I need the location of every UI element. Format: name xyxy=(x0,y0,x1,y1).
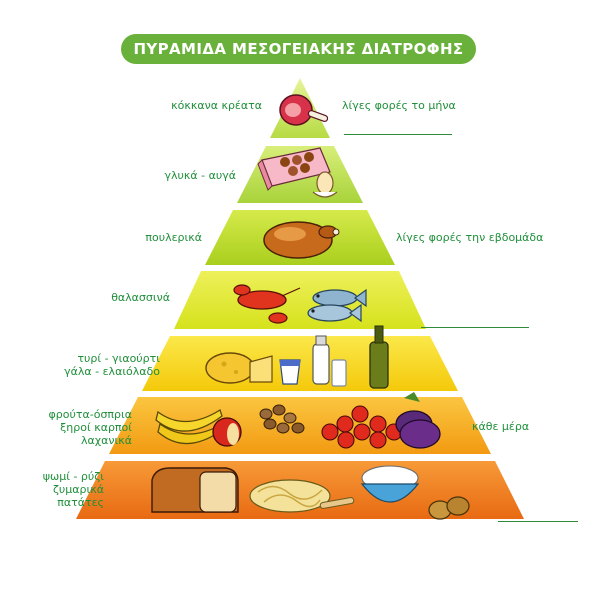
meat-icon xyxy=(279,94,329,126)
label-red-meat: κόκκανα κρέατα xyxy=(171,99,262,112)
pyramid-title: ΠΥΡΑΜΙΔΑ ΜΕΣΟΓΕΙΑΚΗΣ ΔΙΑΤΡΟΦΗΣ xyxy=(121,34,476,64)
label-fruit-line3: λαχανικά xyxy=(81,434,132,447)
label-grains-line1: ψωμί - ρύζι xyxy=(42,470,104,483)
label-weekly: λίγες φορές την εβδομάδα xyxy=(396,231,544,244)
label-monthly: λίγες φορές το μήνα xyxy=(342,99,456,112)
yogurt-icon xyxy=(279,359,301,385)
label-grains-line3: πατάτες xyxy=(57,496,104,509)
label-dairy-line1: τυρί - γιαούρτι xyxy=(77,352,160,365)
bread-icon xyxy=(151,467,239,513)
underline-weekly xyxy=(421,327,529,328)
sweets-box-icon xyxy=(257,147,331,191)
label-dairy: τυρί - γιαούρτι γάλα - ελαιόλαδο xyxy=(48,352,160,378)
label-daily: κάθε μέρα xyxy=(472,420,530,433)
label-grains: ψωμί - ρύζι ζυμαρικά πατάτες xyxy=(20,470,104,509)
potatoes-icon xyxy=(428,496,470,520)
milk-bottle-icon xyxy=(312,335,330,385)
label-fruit-line2: ξηροί καρποί xyxy=(60,421,132,434)
pasta-icon xyxy=(249,479,355,513)
roast-chicken-icon xyxy=(263,221,340,259)
apple-icon xyxy=(212,417,242,447)
label-fruit-line1: φρούτα-όσπρια xyxy=(48,408,132,421)
rice-bowl-icon xyxy=(360,465,420,503)
eggplant-icon xyxy=(395,392,441,449)
label-fruit-veg: φρούτα-όσπρια ξηροί καρποί λαχανικά xyxy=(30,408,132,447)
egg-icon xyxy=(312,171,338,198)
olive-oil-bottle-icon xyxy=(369,325,389,389)
glass-of-milk-icon xyxy=(331,359,347,387)
tier-seafood xyxy=(174,271,426,329)
underline-daily xyxy=(498,521,578,522)
label-dairy-line2: γάλα - ελαιόλαδο xyxy=(64,365,160,378)
fish-icon xyxy=(307,288,367,323)
cheese-icon xyxy=(205,352,273,384)
label-poultry: πουλερικά xyxy=(145,231,202,244)
lobster-icon xyxy=(233,284,301,324)
label-sweets-eggs: γλυκά - αυγά xyxy=(164,169,236,182)
label-seafood: θαλασσινά xyxy=(111,291,170,304)
underline-monthly xyxy=(344,134,452,135)
label-grains-line2: ζυμαρικά xyxy=(52,483,104,496)
nuts-icon xyxy=(259,404,305,434)
